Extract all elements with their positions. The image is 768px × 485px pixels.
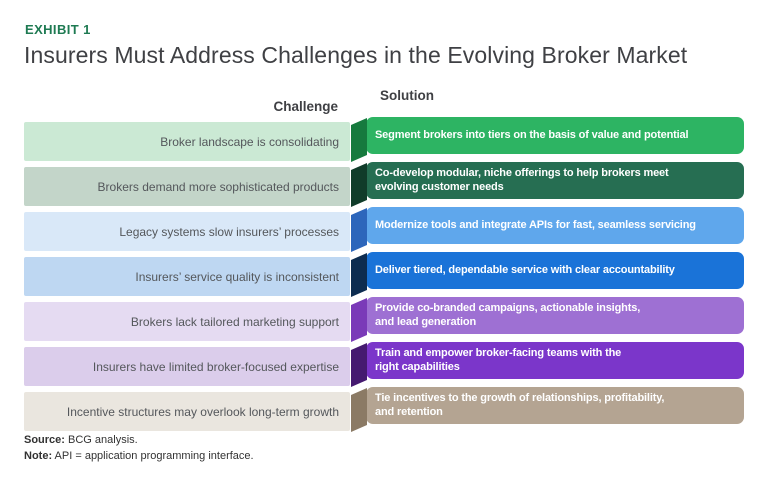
challenge-text: Insurers have limited broker-focused exp… [92, 359, 339, 374]
page-title: Insurers Must Address Challenges in the … [24, 42, 688, 68]
challenge-text: Legacy systems slow insurers’ processes [119, 224, 339, 239]
challenge-text: Insurers’ service quality is inconsisten… [135, 269, 339, 284]
challenge-cell: Brokers lack tailored marketing support [24, 302, 350, 341]
source-line: Source: BCG analysis. [24, 433, 254, 449]
column-header-challenge: Challenge [273, 99, 338, 114]
solution-text: Provide co-branded campaigns, actionable… [375, 302, 641, 328]
ribbon-fold [351, 118, 367, 162]
column-header-solution: Solution [380, 88, 434, 103]
solution-bar: Tie incentives to the growth of relation… [366, 387, 744, 424]
note-text: API = application programming interface. [52, 449, 254, 462]
ribbon-fold [351, 298, 367, 342]
solution-bar: Segment brokers into tiers on the basis … [366, 117, 744, 154]
ribbon-fold [351, 388, 367, 432]
challenge-text: Incentive structures may overlook long-t… [66, 404, 339, 419]
table-row: Legacy systems slow insurers’ processes … [24, 207, 744, 244]
solution-text: Modernize tools and integrate APIs for f… [375, 218, 696, 231]
solution-text: Deliver tiered, dependable service with … [375, 263, 675, 276]
table-row: Insurers have limited broker-focused exp… [24, 342, 744, 379]
solution-text: Train and empower broker-facing teams wi… [375, 347, 622, 373]
table-row: Broker landscape is consolidating Segmen… [24, 117, 744, 154]
table-row: Insurers’ service quality is inconsisten… [24, 252, 744, 289]
solution-text: Segment brokers into tiers on the basis … [375, 128, 689, 141]
note-label: Note: [24, 449, 53, 462]
solution-bar: Deliver tiered, dependable service with … [366, 252, 744, 289]
challenge-text: Broker landscape is consolidating [160, 134, 339, 149]
note-line: Note: API = application programming inte… [24, 449, 254, 465]
challenge-cell: Incentive structures may overlook long-t… [24, 392, 350, 431]
challenge-cell: Insurers’ service quality is inconsisten… [24, 257, 350, 296]
solution-bar: Train and empower broker-facing teams wi… [366, 342, 744, 379]
ribbon-fold [351, 253, 367, 297]
challenge-cell: Brokers demand more sophisticated produc… [24, 167, 350, 206]
table-row: Brokers demand more sophisticated produc… [24, 162, 744, 199]
footnote: Source: BCG analysis. Note: API = applic… [24, 433, 254, 465]
table-row: Incentive structures may overlook long-t… [24, 387, 744, 424]
challenge-cell: Legacy systems slow insurers’ processes [24, 212, 350, 251]
challenge-solution-table: Broker landscape is consolidating Segmen… [24, 117, 744, 432]
source-text: BCG analysis. [64, 434, 138, 446]
challenge-text: Brokers lack tailored marketing support [130, 314, 339, 329]
solution-bar: Provide co-branded campaigns, actionable… [366, 297, 744, 334]
ribbon-fold [351, 163, 367, 207]
exhibit-label: EXHIBIT 1 [25, 22, 91, 37]
ribbon-fold [351, 208, 367, 252]
solution-bar: Co-develop modular, niche offerings to h… [366, 162, 744, 199]
table-row: Brokers lack tailored marketing support … [24, 297, 744, 334]
challenge-cell: Broker landscape is consolidating [24, 122, 350, 161]
solution-text: Tie incentives to the growth of relation… [375, 392, 665, 418]
challenge-cell: Insurers have limited broker-focused exp… [24, 347, 350, 386]
ribbon-fold [351, 343, 367, 387]
source-label: Source: [24, 434, 65, 446]
solution-bar: Modernize tools and integrate APIs for f… [366, 207, 744, 244]
challenge-text: Brokers demand more sophisticated produc… [97, 179, 339, 194]
solution-text: Co-develop modular, niche offerings to h… [375, 167, 669, 193]
